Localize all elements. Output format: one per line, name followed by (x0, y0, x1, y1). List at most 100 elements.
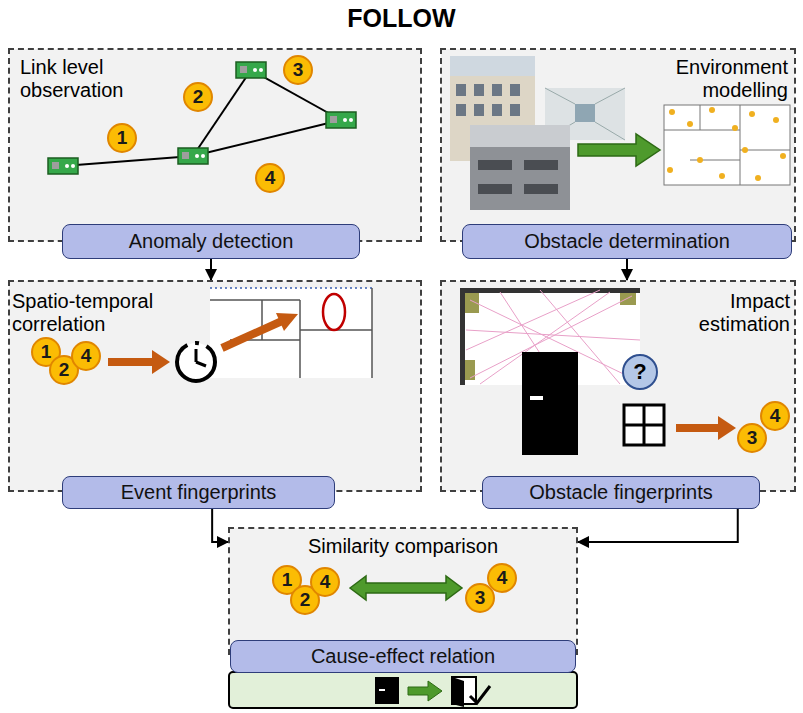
floor-plan (210, 287, 372, 289)
sensor-board (326, 112, 356, 128)
orange-arrow (676, 424, 720, 432)
room-photo (524, 160, 558, 170)
window-symbol (624, 405, 664, 445)
building-photo (474, 84, 484, 96)
obstacle-dot (732, 125, 738, 131)
callout-number: 4 (310, 567, 340, 597)
flow-arrow (210, 259, 212, 280)
box-label: Obstacle fingerprints (529, 481, 712, 504)
signal-path (466, 290, 600, 350)
sensor-board (343, 118, 347, 122)
door-open (470, 686, 490, 703)
obstacle-dot (667, 167, 673, 173)
clock-symbol (196, 362, 206, 366)
comparison-arrow (350, 576, 462, 600)
clock-symbol (195, 349, 198, 362)
sensor-board (178, 148, 208, 164)
process-box: Event fingerprints (62, 476, 335, 509)
sensor-board (330, 116, 337, 123)
question-circle (623, 355, 657, 389)
floor-plan (210, 288, 372, 378)
result-arrow (408, 681, 442, 701)
hallway-photo (595, 122, 625, 140)
sensor-board (349, 118, 353, 122)
dashed-panel: Spatio-temporal correlationEvent fingerp… (8, 280, 422, 492)
comparison-arrow (350, 576, 462, 600)
building-photo (510, 84, 520, 96)
dashed-panel: Link level observationAnomaly detection (8, 48, 422, 242)
process-box: Anomaly detection (62, 224, 360, 259)
floor-plan (371, 288, 373, 378)
floor-plan (210, 288, 372, 378)
floor-plan (465, 360, 475, 380)
door-closed (375, 677, 399, 704)
sensor-link (193, 120, 341, 156)
panel-ground (441, 49, 795, 241)
floor-plan (620, 293, 636, 305)
process-box: Cause-effect relation (230, 640, 576, 673)
building-photo (456, 84, 466, 96)
process-box: Obstacle fingerprints (482, 476, 760, 509)
obstacle-dot (697, 157, 703, 163)
obstacle-dot (709, 107, 715, 113)
panel-ground (9, 49, 795, 654)
room-photo (478, 184, 512, 194)
floor-plan (664, 105, 790, 185)
orange-arrow (276, 313, 298, 331)
door-symbol (522, 352, 578, 455)
result-box (229, 672, 577, 708)
building-photo (474, 104, 484, 116)
box-label: Cause-effect relation (311, 645, 495, 668)
flow-arrow (212, 509, 228, 542)
floor-plan (740, 105, 741, 185)
orange-arrow (152, 350, 170, 374)
room-photo (478, 160, 512, 170)
sensor-board (65, 164, 69, 168)
panel-ground (441, 281, 795, 491)
floor-plan (299, 300, 301, 378)
obstacle-dot (773, 117, 779, 123)
hallway-photo (545, 88, 575, 104)
sensor-board (201, 154, 205, 158)
floor-plan (664, 130, 740, 131)
building-photo (492, 84, 502, 96)
orange-arrow (676, 416, 736, 440)
panel-heading: Spatio-temporal correlation (12, 290, 212, 336)
floor-plan (700, 105, 701, 130)
orange-arrow (108, 313, 298, 374)
sensor-board (236, 62, 266, 78)
room-photo (470, 125, 570, 210)
door-closed (375, 677, 399, 704)
floor-plan (460, 288, 640, 293)
building-photo (510, 104, 520, 116)
dashed-panel: Impact estimationObstacle fingerprints (440, 280, 796, 492)
orange-arrow (222, 321, 282, 348)
callout-number: 1 (107, 123, 137, 153)
orange-arrow (718, 416, 736, 440)
obstacle-dot (755, 175, 761, 181)
floor-plan (210, 299, 300, 301)
obstacle-dot (749, 111, 755, 117)
window-symbol (624, 405, 664, 445)
box-label: Anomaly detection (129, 230, 294, 253)
callout-number: 4 (71, 341, 101, 371)
sensor-board (71, 164, 75, 168)
panel-heading: Impact estimation (678, 290, 790, 336)
diagram-title: FOLLOW (0, 4, 803, 33)
sensor-board (259, 68, 263, 72)
sensor-board (48, 158, 78, 174)
orange-arrow (108, 358, 154, 366)
sensor-link (63, 156, 193, 166)
obstacle-dot (742, 147, 748, 153)
sensor-board (240, 66, 247, 73)
hallway-photo (595, 88, 625, 104)
panel-ground (9, 281, 421, 491)
flow-arrow (626, 259, 628, 280)
callout-number: 2 (183, 82, 213, 112)
obstacle-dot (669, 109, 675, 115)
panel-ground (9, 49, 421, 241)
floor-plan (460, 288, 465, 385)
clock-symbol (177, 343, 215, 381)
highlight-ellipse (323, 294, 345, 330)
